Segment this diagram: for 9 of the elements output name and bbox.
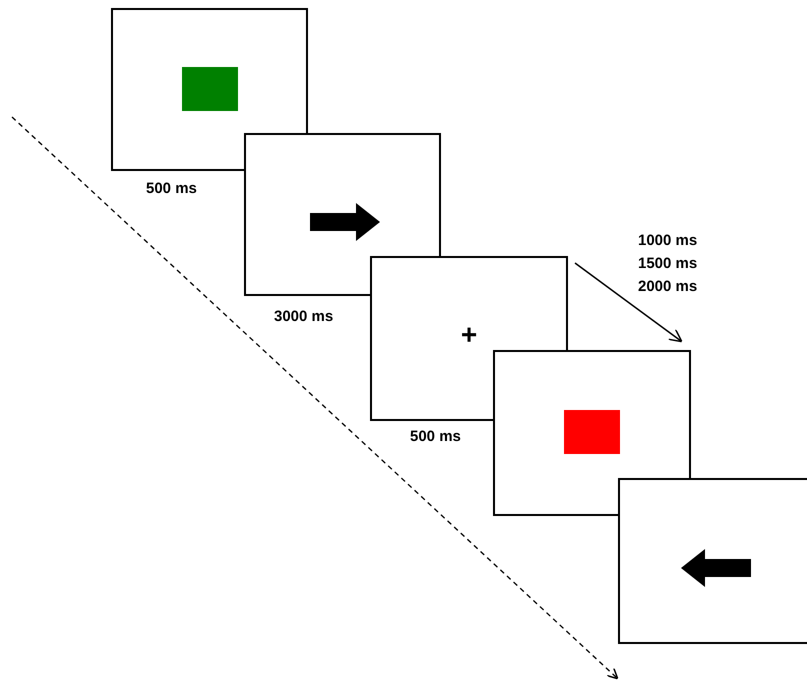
screen-frame [493, 350, 691, 516]
screen-frame [111, 8, 308, 171]
screen-frame [618, 478, 807, 644]
arrow [574, 262, 683, 342]
duration-label: 3000 ms [274, 308, 334, 325]
fixation-cross: + [460, 318, 478, 350]
duration-label: 500 ms [410, 428, 461, 445]
screen-frame [244, 133, 441, 296]
duration-label: 500 ms [146, 180, 197, 197]
